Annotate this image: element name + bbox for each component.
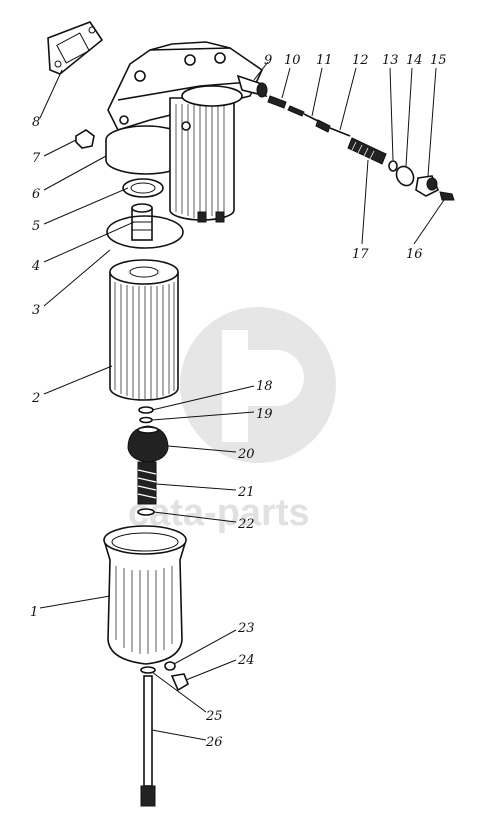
label-8: 8 (32, 115, 40, 130)
part-seal-ring (122, 178, 164, 198)
label-23: 23 (237, 621, 255, 636)
label-2: 2 (31, 391, 40, 406)
part-spring (137, 461, 157, 505)
part-long-bolt (140, 675, 156, 807)
label-1: 1 (30, 605, 38, 620)
part-gasket-plate (47, 21, 104, 75)
label-3: 3 (32, 303, 40, 318)
part-drain-washer (164, 661, 176, 671)
part-washer-19 (139, 416, 153, 424)
part-drain-plug (170, 673, 189, 692)
part-filter-housing (105, 41, 264, 223)
label-14: 14 (406, 53, 423, 68)
label-15: 15 (430, 53, 447, 68)
label-17: 17 (352, 247, 369, 262)
part-washer-18 (138, 406, 154, 414)
part-large-o-ring (106, 215, 184, 249)
part-screw (439, 191, 455, 201)
part-filter-bowl (103, 525, 187, 665)
part-o-ring (395, 165, 415, 187)
label-11: 11 (316, 53, 333, 68)
label-25: 25 (205, 709, 223, 724)
label-21: 21 (237, 485, 255, 500)
part-valve-cap (127, 425, 169, 463)
label-7: 7 (32, 151, 41, 166)
label-9: 9 (264, 53, 272, 68)
part-center-tube (131, 203, 153, 241)
label-24: 24 (237, 653, 255, 668)
label-5: 5 (32, 219, 40, 234)
label-19: 19 (256, 407, 273, 422)
label-22: 22 (237, 517, 255, 532)
part-fitting (236, 74, 268, 98)
label-26: 26 (205, 735, 223, 750)
leader-lines (39, 61, 445, 741)
part-bolt-washer (140, 666, 156, 674)
part-filter-element (109, 259, 179, 401)
label-10: 10 (284, 53, 301, 68)
part-spring-small (347, 137, 387, 165)
label-12: 12 (352, 53, 369, 68)
label-6: 6 (32, 187, 40, 202)
part-washer-22 (137, 508, 155, 516)
label-16: 16 (406, 247, 423, 262)
label-13: 13 (382, 53, 399, 68)
label-4: 4 (31, 259, 40, 274)
label-20: 20 (237, 447, 255, 462)
part-nut (75, 129, 95, 149)
part-rod-assembly (267, 95, 351, 137)
part-plug (415, 175, 440, 197)
part-labels: 1 2 3 4 5 6 7 8 9 10 11 12 13 14 15 16 1… (30, 53, 447, 750)
part-washer-small (388, 160, 398, 172)
label-18: 18 (256, 379, 273, 394)
watermark-logo (180, 307, 336, 463)
